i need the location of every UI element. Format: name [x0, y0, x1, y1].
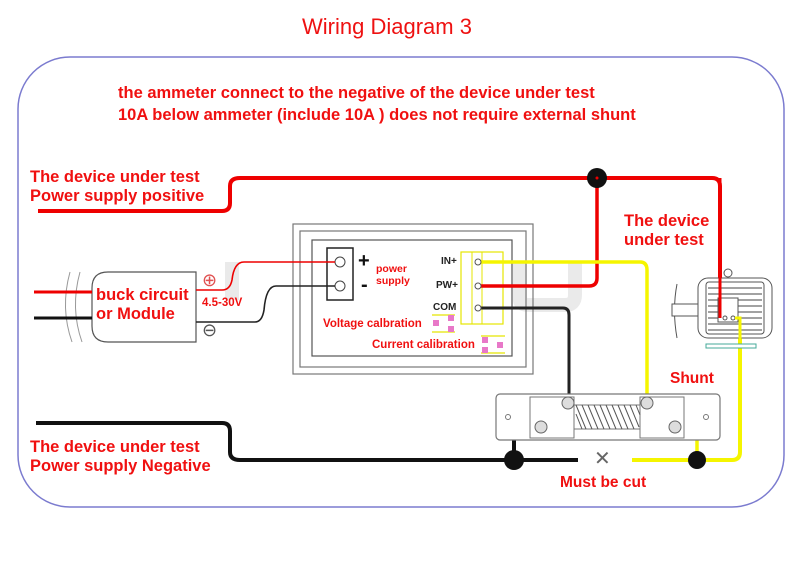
power-minus-sign: -	[361, 274, 368, 296]
power-terminal-block	[326, 247, 354, 301]
pw-plus-wire	[478, 178, 599, 288]
buck-module-label: buck circuit or Module	[96, 286, 189, 323]
power-positive-terminal	[334, 256, 346, 268]
note-line-2: 10A below ammeter (include 10A ) does no…	[118, 106, 636, 124]
device-under-test-label: The device under test	[624, 212, 710, 249]
com-wire	[478, 306, 571, 402]
voltage-calibration-pot	[432, 314, 455, 333]
junction-negative	[504, 450, 524, 470]
diagram-frame	[17, 56, 785, 508]
plus-symbol-icon: ⊕	[202, 270, 218, 290]
cut-mark-icon: ✕	[594, 448, 611, 470]
shunt-label: Shunt	[670, 370, 714, 387]
shunt-resistor	[495, 393, 721, 441]
voltage-range-label: 4.5-30V	[202, 297, 243, 309]
device-return-wire	[632, 318, 742, 462]
diagram-title: Wiring Diagram 3	[302, 14, 472, 39]
power-supply-label: power supply	[376, 263, 410, 288]
buck-module-box	[91, 271, 197, 343]
in-plus-terminal	[474, 258, 482, 266]
buck-positive-wire	[196, 261, 335, 291]
pin-label-com: COM	[433, 302, 457, 313]
pw-plus-terminal	[474, 282, 482, 290]
supply-positive-wire	[38, 176, 722, 318]
supply-positive-label: The device under test Power supply posit…	[30, 168, 205, 205]
pin-label-pw-plus: PW+	[436, 280, 458, 291]
current-calibration-pot	[481, 335, 505, 354]
must-be-cut-label: Must be cut	[560, 474, 647, 491]
supply-negative-wire	[36, 421, 578, 462]
power-plus-sign: +	[358, 250, 370, 272]
in-plus-wire	[478, 260, 649, 402]
power-negative-terminal	[334, 280, 346, 292]
current-calibration-label: Current calibration	[372, 339, 475, 351]
motor-icon	[671, 268, 773, 349]
note-line-1: the ammeter connect to the negative of t…	[118, 84, 595, 102]
buck-negative-wire	[196, 285, 335, 323]
com-terminal	[474, 304, 482, 312]
junction-shunt-load	[688, 451, 706, 469]
pin-label-in-plus: IN+	[441, 256, 457, 267]
supply-negative-label: The device under test Power supply Negat…	[30, 438, 211, 475]
voltage-calibration-label: Voltage calbration	[323, 318, 422, 330]
minus-symbol-icon: ⊖	[202, 320, 218, 340]
wire-break-marks	[64, 271, 83, 343]
meter-housing	[292, 223, 534, 375]
